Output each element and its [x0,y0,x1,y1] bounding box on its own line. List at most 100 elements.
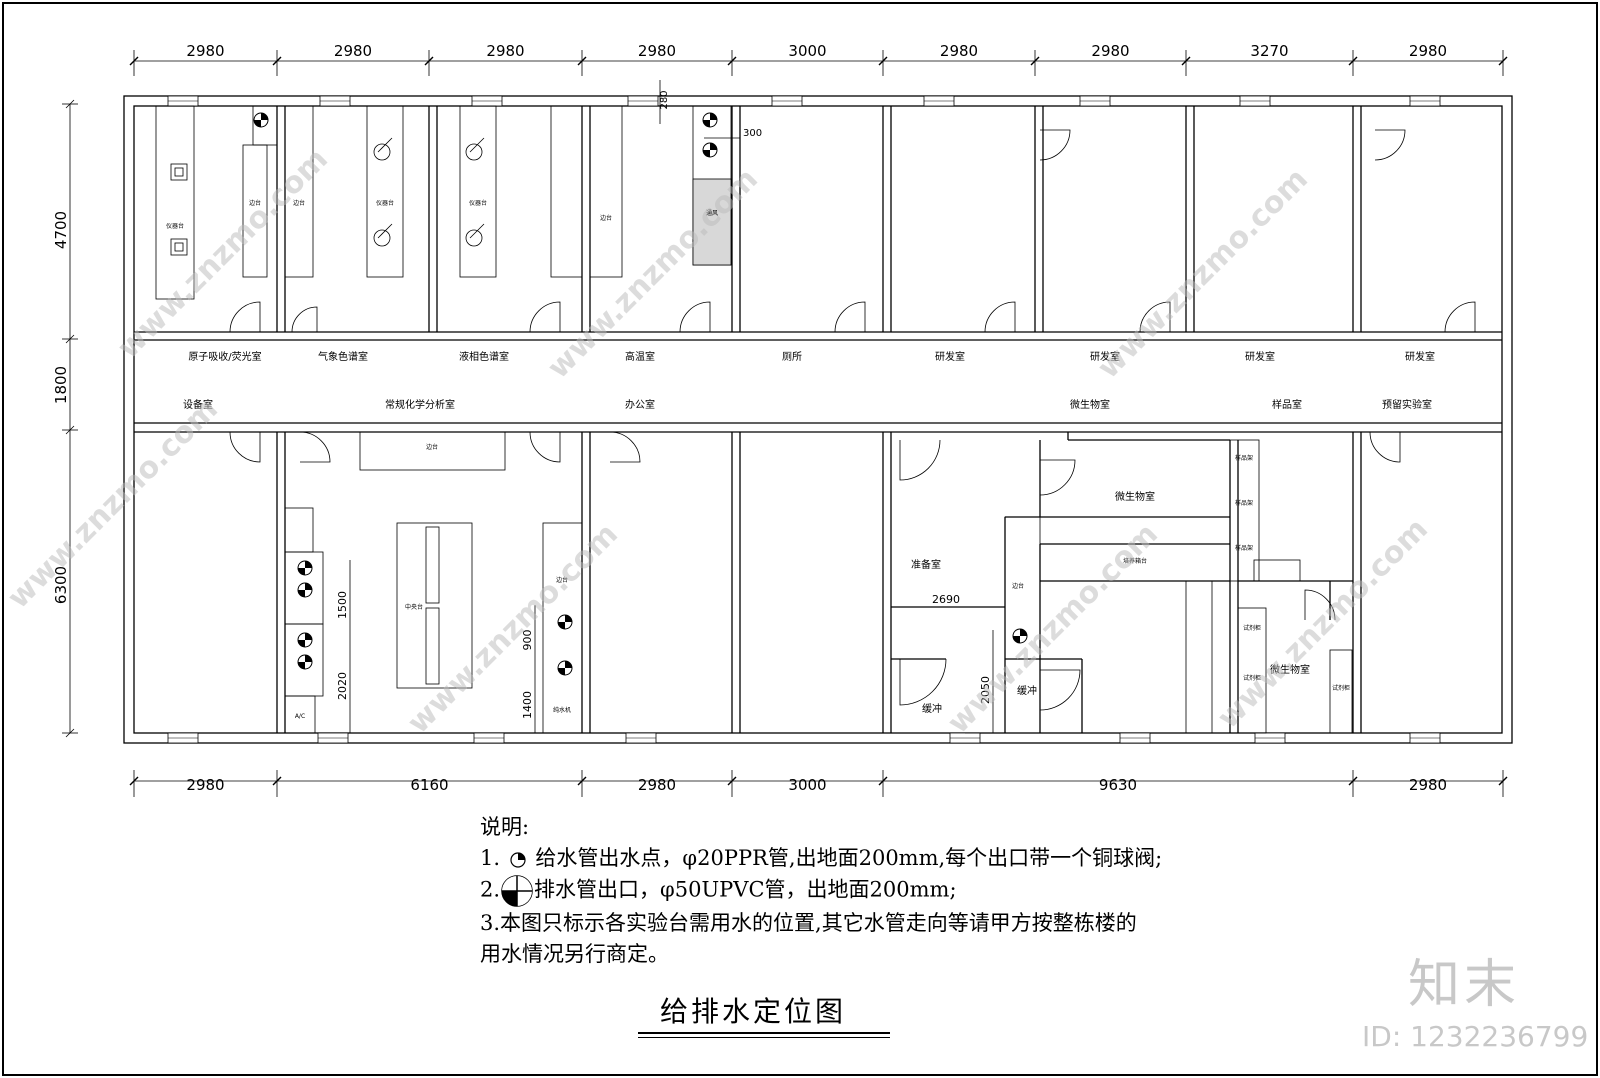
label-reagent-3: 试剂柜 [1332,684,1350,692]
note-1-text: 给水管出水点，φ20PPR管,出地面200mm,每个出口带一个铜球阀; [535,846,1163,870]
watermark-5: www.znzmo.com [401,517,625,741]
water-outlet-icon [702,142,718,158]
notes-heading: 说明: [480,815,530,839]
watermark-4: www.znzmo.com [1,392,225,616]
label-center: 中央台 [405,603,423,611]
bottom-dim-label: 3000 [788,776,826,794]
note-2-prefix: 2. [480,877,501,902]
label-culture: 培养箱台 [1123,557,1147,565]
room-label-top: 液相色谱室 [459,350,509,363]
water-outlet-symbols [253,112,1028,676]
room-label-corridor: 设备室 [183,398,213,411]
room-micro-lower: 微生物室 [1270,663,1310,676]
inner-dimension-lines [349,80,1000,734]
bottom-dim-label: 2980 [1409,776,1447,794]
hatched-sink-area [692,178,732,266]
top-dim-slash [577,56,587,66]
bottom-dim-slash [1348,776,1358,786]
top-dim-slash [1181,56,1191,66]
bottom-dim-slash [1498,776,1508,786]
instrument-symbols [170,137,485,256]
room-buffer-1: 缓冲 [922,702,942,715]
dim-2690: 2690 [932,593,960,606]
label-bench-2: 边台 [293,199,305,207]
top-room-walls [134,106,1502,433]
water-outlet-icon [297,654,313,670]
label-bench-6: 边台 [1012,582,1024,590]
bottom-dim-slash [727,776,737,786]
label-sample-3: 样品架 [1235,544,1253,552]
room-label-top: 研发室 [935,350,965,363]
drawing-title: 给排水定位图 [660,995,847,1028]
label-bench-4: 边台 [426,443,438,451]
room-buffer-2: 缓冲 [1017,684,1037,697]
bottom-dim-label: 2980 [638,776,676,794]
top-dim-label: 2980 [1091,42,1129,60]
note-1: 1. 给水管出水点，φ20PPR管,出地面200mm,每个出口带一个铜球阀; [480,843,1162,874]
bottom-dim-slash [272,776,282,786]
dim-280: 280 [659,90,670,109]
room-label-top: 气象色谱室 [318,350,368,363]
left-dimension-line [62,99,78,738]
top-dim-slash [272,56,282,66]
top-dim-label: 3000 [788,42,826,60]
room-label-corridor: 微生物室 [1070,398,1110,411]
dim-left-4700: 4700 [52,211,70,249]
top-dim-slash [1030,56,1040,66]
room-label-corridor: 办公室 [625,398,655,411]
label-instr-2: 仪器台 [376,199,394,207]
label-bench-1: 边台 [249,199,261,207]
label-reagent-2: 试剂柜 [1243,674,1261,682]
water-outlet-icon [557,614,573,630]
bottom-dim-label: 2980 [186,776,224,794]
room-label-top: 研发室 [1245,350,1275,363]
dim-1400: 1400 [521,691,534,719]
brand-id: ID: 1232236799 [1362,1020,1589,1053]
note-2: 2. 排水管出口，φ50UPVC管，出地面200mm; [480,874,1162,908]
doors [229,129,1476,711]
label-instr-1: 仪器台 [166,222,184,230]
windows [167,95,1441,744]
note-3-line-1: 3.本图只标示各实验台需用水的位置,其它水管走向等请甲方按整栋楼的 [480,911,1137,935]
bottom-dim-slash [577,776,587,786]
room-label-top: 高温室 [625,350,655,363]
top-dim-label: 2980 [334,42,372,60]
label-ac: A/C [295,713,305,720]
corridor-room-labels: 设备室常规化学分析室办公室微生物室样品室预留实验室 [183,398,1432,411]
label-sample-1: 样品架 [1235,454,1253,462]
bottom-dim-label: 6160 [410,776,448,794]
watermarks: www.znzmo.com www.znzmo.com www.znzmo.co… [1,142,1435,741]
dim-left-6300: 6300 [52,566,70,604]
top-dim-label: 2980 [1409,42,1447,60]
top-dimension-ticks [129,50,1508,76]
room-label-top: 研发室 [1090,350,1120,363]
room-label-corridor: 常规化学分析室 [385,398,455,411]
room-micro-upper: 微生物室 [1115,490,1155,503]
title-underline-thin [638,1037,890,1038]
room-label-top: 厕所 [782,351,802,363]
note-2-text: 排水管出口，φ50UPVC管，出地面200mm; [534,877,957,902]
water-outlet-icon [253,112,269,128]
top-dim-label: 3270 [1250,42,1288,60]
water-outlet-icon [297,560,313,576]
room-label-top: 原子吸收/荧光室 [188,350,261,363]
bottom-dim-slash [878,776,888,786]
label-bench-5: 边台 [556,576,568,584]
water-outlet-icon [297,582,313,598]
top-dim-slash [727,56,737,66]
label-reagent-1: 试剂柜 [1243,624,1261,632]
dim-2050: 2050 [979,676,992,704]
label-bench-3: 边台 [600,214,612,222]
top-room-labels: 原子吸收/荧光室气象色谱室液相色谱室高温室厕所研发室研发室研发室研发室 [188,350,1435,363]
watermark-6: www.znzmo.com [941,517,1165,741]
top-dim-slash [1348,56,1358,66]
bottom-dimension-ticks [129,770,1508,797]
label-sample-2: 样品架 [1235,499,1253,507]
drain-outlet-icon [501,875,533,907]
building-outline [123,95,1513,744]
top-dim-label: 2980 [186,42,224,60]
